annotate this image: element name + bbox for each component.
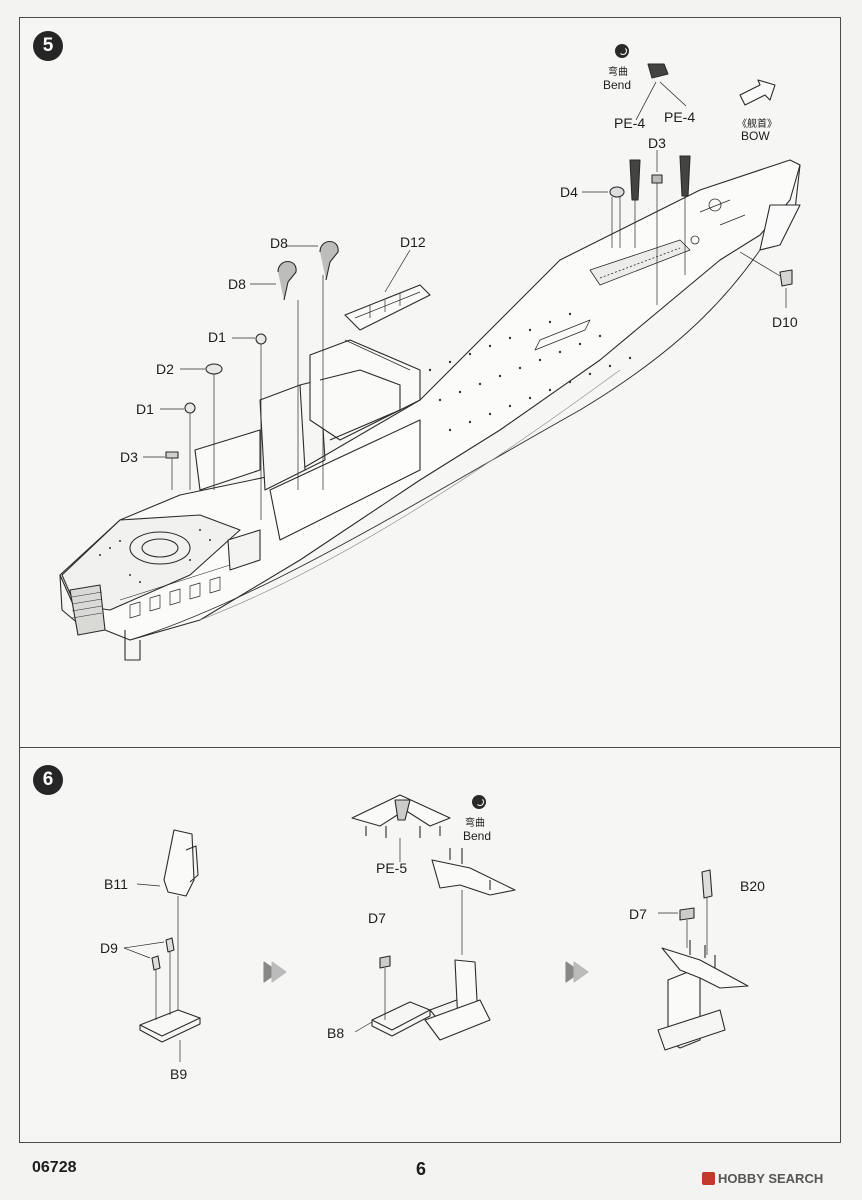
bend-en-label: Bend	[603, 78, 632, 92]
flow-arrow-2	[565, 961, 581, 983]
label-pe4-right: PE-4	[664, 109, 696, 125]
bend-zh-label-step6: 弯曲	[465, 818, 485, 829]
step-5-badge: 5	[33, 31, 63, 61]
pe4-right-part	[679, 155, 691, 197]
brand-watermark: HOBBY SEARCH	[702, 1171, 823, 1186]
label-b20: B20	[740, 878, 765, 894]
b8-base	[371, 1001, 431, 1031]
bow-zh-label: 《舰首》	[737, 119, 777, 130]
bend-icon-step6	[472, 795, 486, 809]
deck-fasteners	[99, 312, 632, 583]
label-b8: B8	[327, 1025, 345, 1041]
b11-mast	[163, 829, 195, 897]
bow-en-label: BOW	[741, 129, 770, 143]
deck-details	[534, 198, 746, 351]
label-d7-mid: D7	[368, 910, 386, 926]
label-d1-mid: D1	[136, 401, 154, 417]
label-d7-right: D7	[629, 906, 647, 922]
d8-davit-mid	[277, 260, 297, 301]
label-d3-bottom: D3	[120, 449, 138, 465]
brand-name: HOBBY SEARCH	[718, 1171, 824, 1186]
d8-davit-top	[319, 240, 339, 281]
product-code: 06728	[32, 1159, 77, 1176]
label-d8-mid: D8	[228, 276, 246, 292]
label-d10: D10	[772, 314, 798, 330]
helideck	[61, 514, 241, 636]
pe4-left-part	[629, 159, 641, 201]
d12-lifeboat	[344, 284, 431, 331]
b20-part	[701, 869, 713, 899]
ship-hull	[59, 159, 801, 661]
step-6-badge: 6	[33, 765, 63, 795]
bend-en-label-step6: Bend	[463, 829, 492, 843]
d10-part	[779, 269, 793, 287]
label-b11: B11	[104, 876, 128, 892]
brand-logo-icon	[702, 1172, 715, 1185]
bend-icon	[615, 44, 629, 58]
pe5-bent-part	[431, 859, 516, 896]
bow-arrow	[739, 79, 776, 106]
label-d8-top: D8	[270, 235, 288, 251]
label-pe4-left: PE-4	[614, 115, 646, 131]
flow-arrow-1	[263, 961, 279, 983]
label-d12: D12	[400, 234, 426, 250]
label-d4: D4	[560, 184, 578, 200]
label-d2: D2	[156, 361, 174, 377]
d7-right-part	[679, 907, 695, 921]
page-number: 6	[416, 1159, 427, 1179]
bend-zh-label: 弯曲	[608, 67, 628, 78]
label-d9: D9	[100, 940, 118, 956]
label-d3-top: D3	[648, 135, 666, 151]
label-b9: B9	[170, 1066, 188, 1082]
label-pe5: PE-5	[376, 860, 408, 876]
ship-superstructure	[119, 339, 421, 619]
label-d1-top: D1	[208, 329, 226, 345]
